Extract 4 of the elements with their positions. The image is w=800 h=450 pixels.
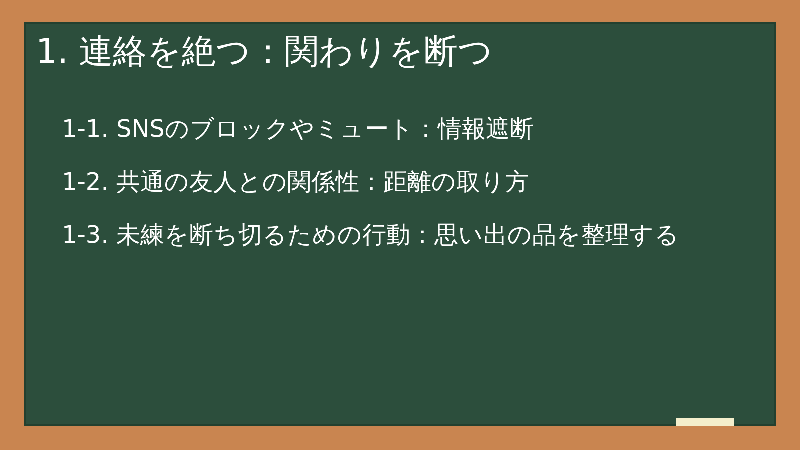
slide-title: 1. 連絡を絶つ：関わりを断つ (36, 31, 494, 74)
list-item: 1-1. SNSのブロックやミュート：情報遮断 (62, 114, 535, 145)
list-item: 1-3. 未練を断ち切るための行動：思い出の品を整理する (62, 220, 680, 251)
list-item: 1-2. 共通の友人との関係性：距離の取り方 (62, 167, 530, 198)
